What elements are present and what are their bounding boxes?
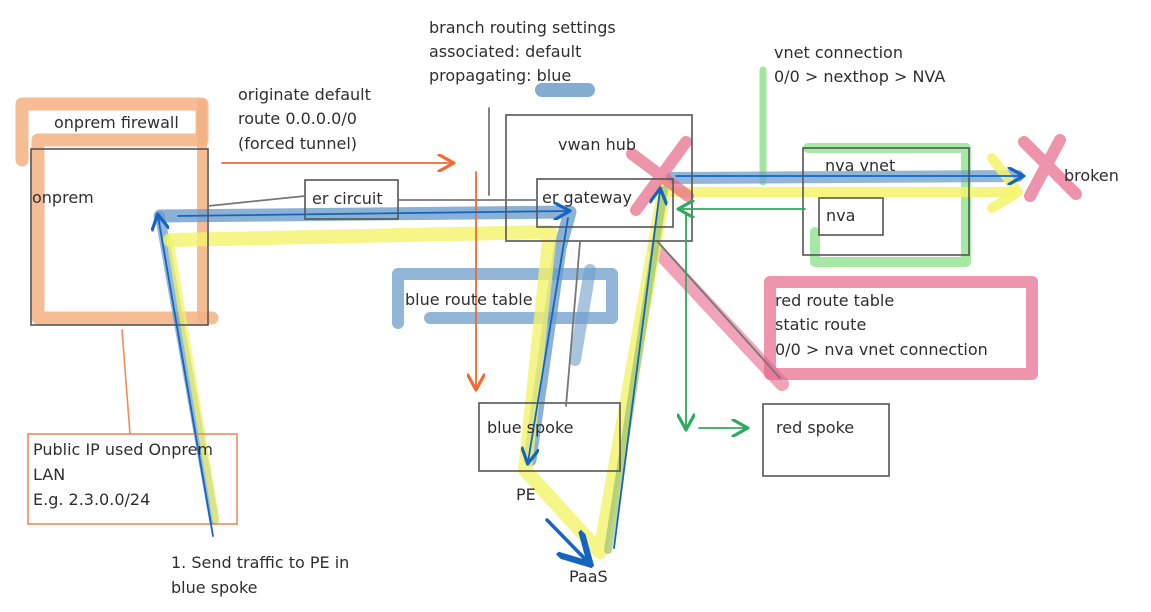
red-spoke-box (762, 403, 890, 477)
blue-spoke-box (478, 402, 621, 472)
vnet-connection-line-2: 0/0 > nexthop > NVA (774, 67, 945, 86)
red-route-diagonal (648, 241, 789, 391)
blue-spoke-label: blue spoke (487, 418, 574, 437)
er-gateway-box (536, 178, 674, 228)
public-ip-pointer (121, 329, 131, 435)
x-mark-hub (626, 136, 694, 216)
branch-routing-line-3: propagating: blue (429, 66, 571, 85)
highlight-layer (15, 66, 1038, 559)
yellow-path-highlight (163, 179, 672, 559)
pe-label: PE (516, 485, 536, 504)
hub-red-spoke-link (657, 241, 781, 379)
traffic-step1-up (158, 216, 214, 537)
step1-line-2: blue spoke (171, 578, 258, 597)
label-layer: onprem firewall onprem er circuit vwan h… (32, 18, 1119, 597)
red-route-table-line-2: static route (775, 315, 866, 334)
blue-route-table-label: blue route table (405, 290, 533, 309)
onprem-firewall-label: onprem firewall (54, 113, 179, 132)
nva-vnet-box (802, 147, 970, 256)
traffic-paas-to-hub (613, 190, 660, 549)
er-circuit-label: er circuit (312, 189, 383, 208)
broken-x-marks (626, 134, 1082, 216)
vwan-hub-box (505, 114, 693, 242)
originate-default-line-1: originate default (238, 85, 371, 104)
red-route-table-highlight (764, 276, 1038, 380)
paas-label: PaaS (569, 567, 608, 586)
vwan-hub-label: vwan hub (558, 135, 636, 154)
step1-line-1: 1. Send traffic to PE in (171, 553, 349, 572)
x-mark-broken (1018, 134, 1082, 202)
vnet-connection-line-1: vnet connection (774, 43, 903, 62)
branch-routing-line-1: branch routing settings (429, 18, 616, 37)
connector-layer (121, 107, 1022, 562)
onprem-box (30, 148, 209, 326)
er-gateway-label: er gateway (542, 188, 632, 207)
public-ip-line-3: E.g. 2.3.0.0/24 (33, 490, 150, 509)
yellow-path-vertical (166, 236, 220, 524)
onprem-er-circuit-link (207, 195, 306, 207)
originate-default-line-2: route 0.0.0.0/0 (238, 109, 357, 128)
traffic-onprem-to-gateway (177, 211, 568, 216)
onprem-label: onprem (32, 188, 94, 207)
yellow-nva-arrowhead (987, 153, 1023, 213)
traffic-gateway-to-pe (528, 217, 569, 462)
originate-default-line-3: (forced tunnel) (238, 134, 357, 153)
branch-routing-line-2: associated: default (429, 42, 581, 61)
traffic-pe-to-paas (545, 518, 588, 562)
public-ip-line-2: LAN (33, 465, 65, 484)
public-ip-line-1: Public IP used Onprem (33, 440, 213, 459)
public-ip-box (27, 433, 238, 525)
red-route-table-line-3: 0/0 > nva vnet connection (775, 340, 988, 359)
nva-vnet-label: nva vnet (825, 156, 895, 175)
nva-label: nva (826, 206, 855, 225)
blue-spoke-highlight (569, 264, 596, 366)
gateway-blue-spoke-link (565, 241, 581, 407)
broken-label: broken (1064, 166, 1119, 185)
red-route-table-line-1: red route table (775, 291, 894, 310)
nva-box (818, 197, 884, 236)
red-spoke-label: red spoke (776, 418, 854, 437)
